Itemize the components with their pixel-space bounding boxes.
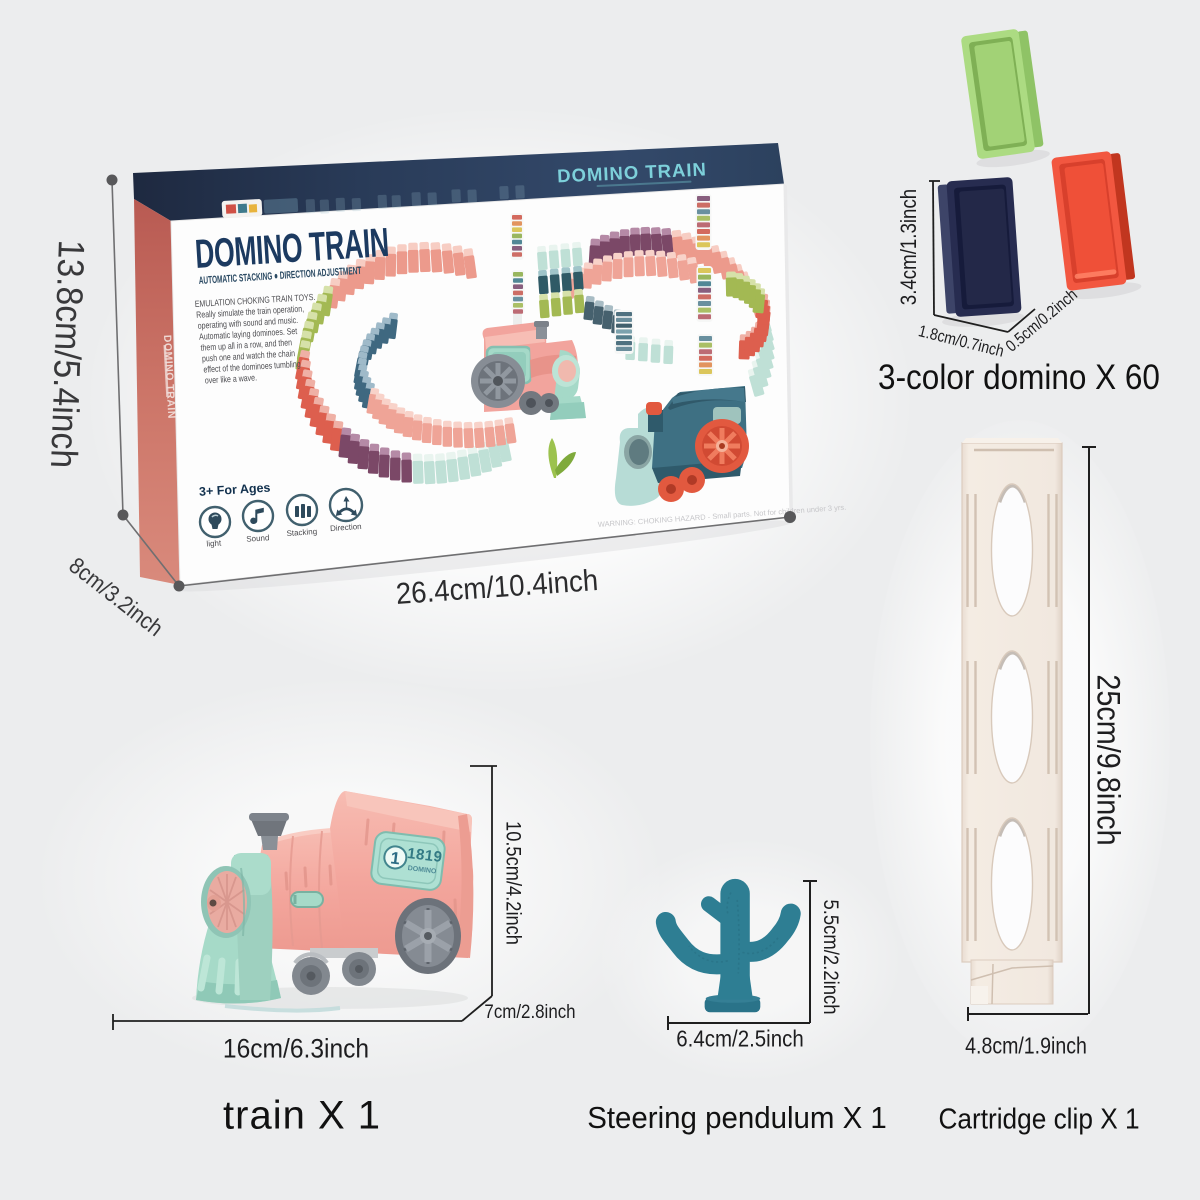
svg-text:light: light: [206, 538, 222, 548]
svg-text:Stacking: Stacking: [286, 527, 317, 538]
svg-text:1: 1: [389, 848, 401, 868]
svg-text:DOMINO: DOMINO: [407, 865, 437, 876]
svg-text:Sound: Sound: [246, 533, 270, 544]
svg-text:over like a wave.: over like a wave.: [205, 373, 258, 386]
svg-text:3+ For Ages: 3+ For Ages: [199, 481, 271, 499]
svg-text:Direction: Direction: [330, 522, 362, 533]
svg-text:1819: 1819: [406, 845, 443, 866]
